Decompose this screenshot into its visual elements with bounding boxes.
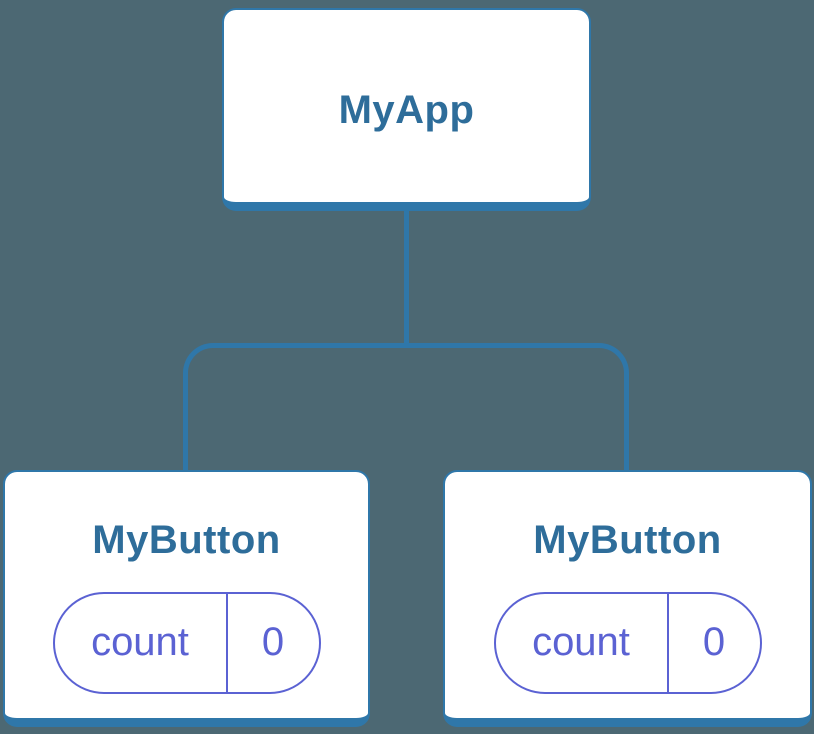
state-value-right: 0 — [702, 619, 726, 664]
node-label-mybutton-left: MyButton — [92, 518, 281, 562]
state-value-left: 0 — [261, 619, 285, 664]
state-key-right: count — [496, 594, 669, 692]
node-label-mybutton-right: MyButton — [533, 518, 722, 562]
node-label-myapp: MyApp — [338, 87, 475, 132]
component-node-mybutton-left: MyButton count 0 — [3, 470, 370, 727]
connector-branch-bracket — [183, 343, 629, 470]
component-node-myapp: MyApp — [222, 8, 591, 211]
state-pill-left: count 0 — [52, 592, 321, 694]
state-key-left: count — [55, 594, 228, 692]
connector-trunk-line — [404, 209, 409, 345]
component-node-mybutton-right: MyButton count 0 — [443, 470, 812, 727]
state-pill-right: count 0 — [493, 592, 762, 694]
